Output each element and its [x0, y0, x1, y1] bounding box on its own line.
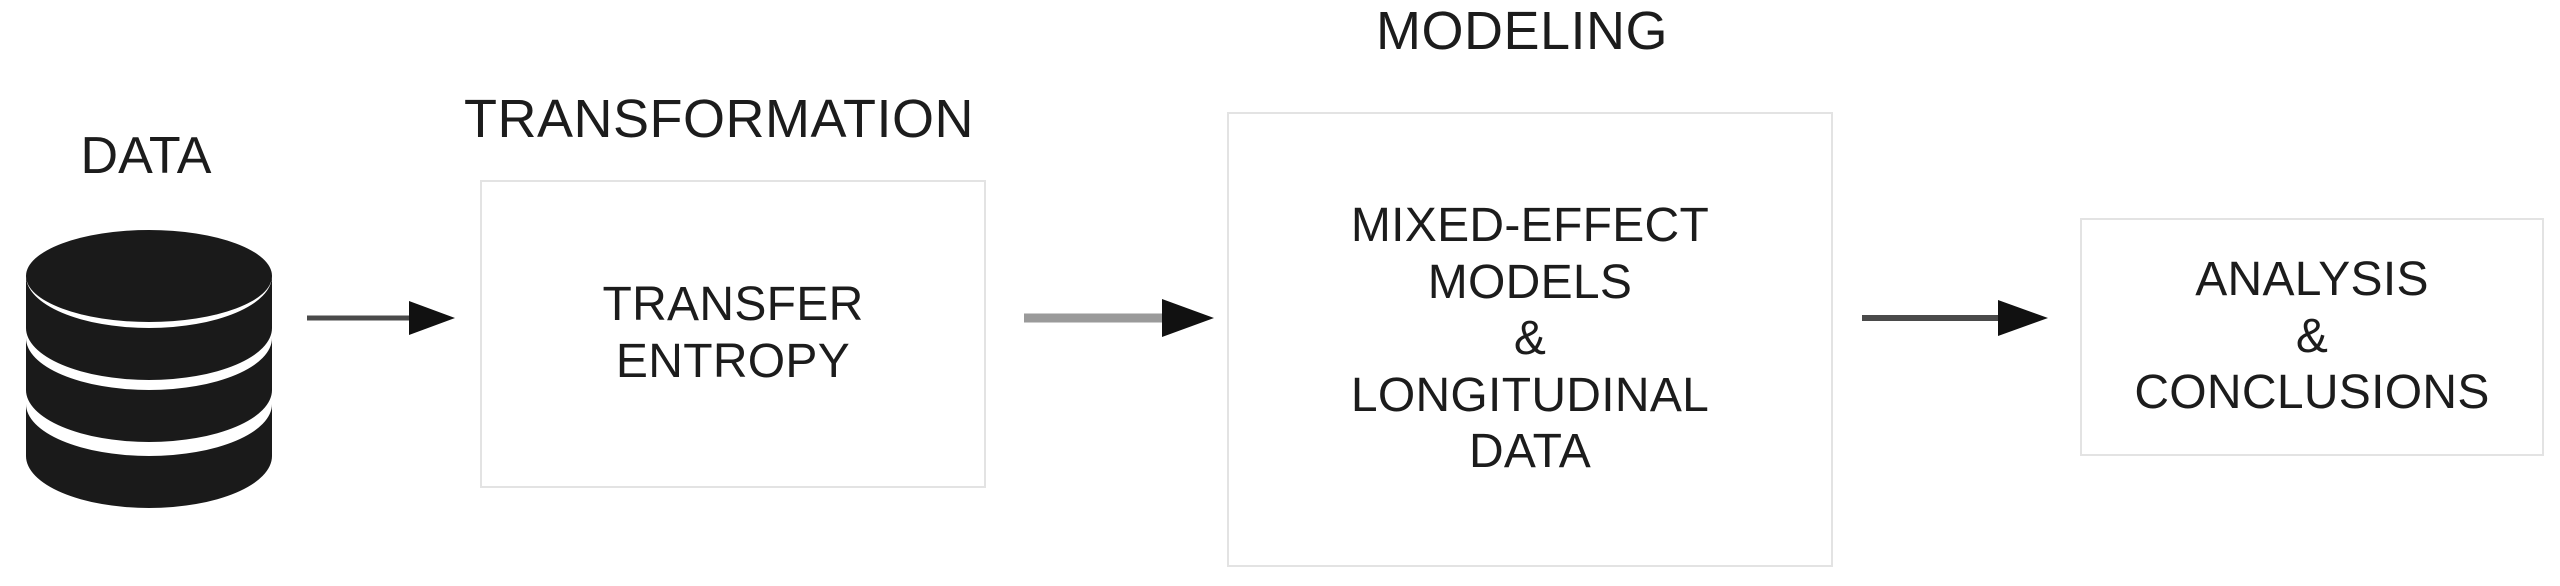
database-cylinder-icon [26, 230, 272, 508]
transformation-box[interactable]: TRANSFER ENTROPY [480, 180, 986, 488]
modeling-box-line: MODELS [1427, 255, 1633, 309]
transformation-box-line: ENTROPY [615, 335, 851, 388]
modeling-heading: MODELING [1376, 1, 1669, 61]
transformation-box-line: TRANSFER [602, 278, 864, 332]
analysis-box-line: ANALYSIS [2195, 253, 2429, 307]
modeling-box-line: DATA [1468, 425, 1592, 479]
arrow-modeling-to-analysis [1862, 300, 2048, 336]
analysis-box[interactable]: ANALYSIS & CONCLUSIONS [2080, 218, 2544, 456]
modeling-box-line: LONGITUDINAL [1350, 368, 1710, 422]
modeling-box[interactable]: MIXED-EFFECT MODELS & LONGITUDINAL DATA [1227, 112, 1833, 567]
stage-data: DATA [16, 130, 296, 515]
arrow-transformation-to-modeling [1024, 299, 1214, 337]
analysis-box-line: & [2295, 309, 2329, 363]
modeling-box-line: & [1513, 312, 1547, 366]
modeling-box-line: MIXED-EFFECT [1350, 198, 1710, 252]
transformation-heading: TRANSFORMATION [464, 89, 974, 149]
arrow-data-to-transformation [307, 301, 455, 335]
data-label: DATA [80, 127, 212, 185]
analysis-box-line: CONCLUSIONS [2134, 366, 2490, 420]
